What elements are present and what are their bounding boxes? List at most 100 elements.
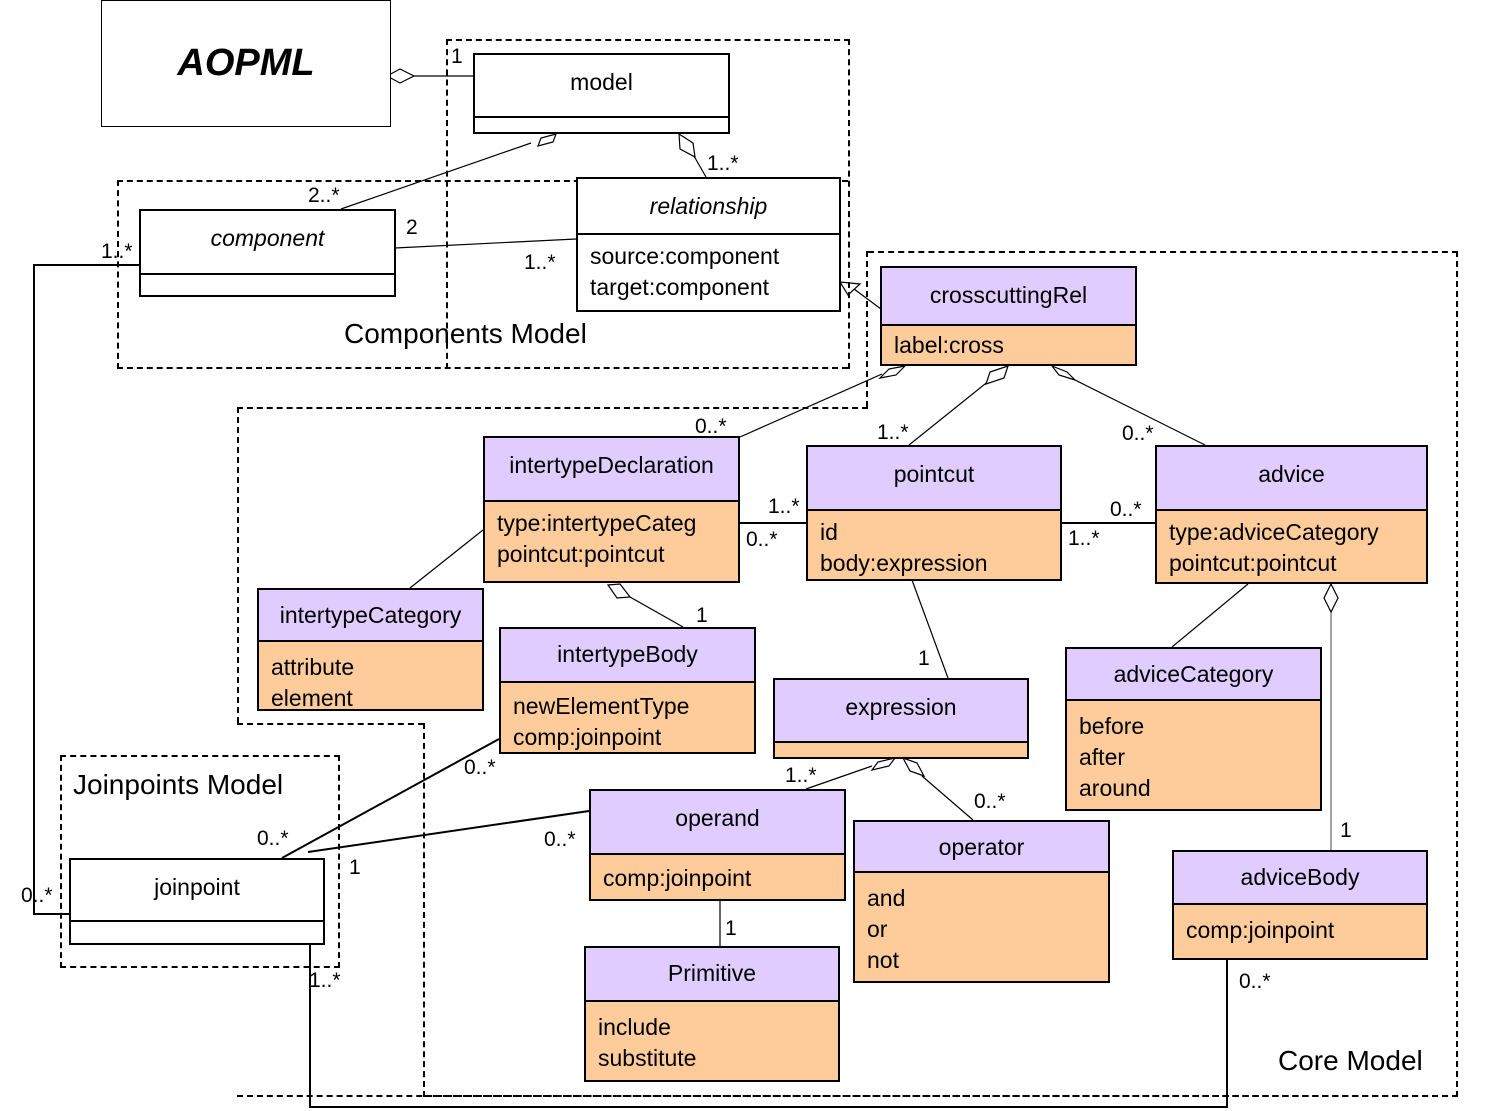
core-model-frame-bottom [423,1095,1458,1097]
class-adviceCategory[interactable]: adviceCategory before after around [1065,647,1322,811]
class-name: advice [1157,447,1426,511]
attr: comp:joinpoint [603,865,752,891]
mult-label: 0..* [1122,422,1154,445]
diamond-expr-operand [870,757,897,771]
class-operator[interactable]: operator and or not [853,820,1110,983]
attr: source:component [590,243,780,269]
class-pointcut[interactable]: pointcut id body:expression [806,445,1062,581]
attr: or [867,916,888,942]
class-attrs: newElementType comp:joinpoint [501,683,754,752]
core-model-frame-step [237,723,424,725]
model-frame [446,39,850,369]
class-name: crosscuttingRel [882,268,1135,326]
components-model-label: Components Model [344,318,587,349]
line-advice-category [1171,583,1249,648]
attr: substitute [598,1045,697,1071]
mult-label: 1 [1340,819,1352,842]
class-attrs: before after around [1067,701,1320,809]
core-model-frame-left [866,251,868,407]
class-primitive[interactable]: Primitive include substitute [584,946,840,1082]
diamond-itd-body [606,583,632,599]
class-attrs: type:adviceCategory pointcut:pointcut [1157,511,1426,582]
attr: and [867,885,906,911]
mult-label: 1..* [101,240,133,263]
attr: type:adviceCategory [1169,519,1379,545]
class-intertypeDeclaration[interactable]: intertypeDeclaration type:intertypeCateg… [483,436,740,583]
class-name: joinpoint [71,860,323,922]
diamond-cross-pointcut [985,365,1009,385]
attr: pointcut:pointcut [497,541,665,567]
class-operand[interactable]: operand comp:joinpoint [589,789,846,901]
class-crosscuttingRel[interactable]: crosscuttingRel label:cross [880,266,1137,366]
class-attrs: source:component target:component [578,235,839,303]
attr: element [271,685,353,709]
class-name: Primitive [586,948,838,1002]
line-model-component [340,142,532,210]
joinpoints-model-label: Joinpoints Model [73,769,284,800]
mult-label: 1 [451,45,463,68]
class-name: operand [591,791,844,855]
class-attrs: comp:joinpoint [591,855,844,899]
mult-label: 0..* [1110,498,1142,521]
diamond-cross-itd [878,365,907,379]
core-model-frame-top [868,251,1458,253]
class-attrs: comp:joinpoint [1174,905,1426,958]
mult-label: 1 [349,856,361,879]
diamond-expr-operator [901,756,926,778]
line-expression-operator [921,775,974,821]
diagram-title: AOPML [177,42,315,84]
class-adviceBody[interactable]: adviceBody comp:joinpoint [1172,850,1428,960]
attr: after [1079,744,1126,770]
attr: comp:joinpoint [1186,917,1335,943]
line-advicebody-joinpoint [309,944,1228,1108]
diamond-model-relationship [678,132,696,159]
line-body-joinpoint [281,738,500,859]
class-name: operator [855,822,1108,873]
line-joinpoint-operand [307,810,590,853]
attr: label:cross [894,332,1004,358]
line-itd-category [409,529,484,589]
mult-label: 1 [725,917,737,940]
mult-label: 2 [406,216,418,239]
attr: pointcut:pointcut [1169,550,1337,576]
attr: before [1079,713,1145,739]
mult-label: 0..* [974,790,1006,813]
attr: id [820,519,838,545]
class-intertypeBody[interactable]: intertypeBody newElementType comp:joinpo… [499,627,756,754]
class-name: pointcut [808,447,1060,511]
attr: include [598,1014,671,1040]
core-model-label: Core Model [1278,1045,1423,1076]
class-name: expression [775,680,1027,743]
joinpoints-model-frame [60,755,340,968]
class-advice[interactable]: advice type:adviceCategory pointcut:poin… [1155,445,1428,584]
mult-label: 1..* [877,421,909,444]
class-model[interactable]: model [473,53,730,134]
class-attrs: id body:expression [808,511,1060,579]
line-component-joinpoint [33,264,139,915]
class-expression[interactable]: expression [773,678,1029,759]
attr: around [1079,775,1151,801]
class-component[interactable]: component [139,209,396,297]
class-relationship[interactable]: relationship source:component target:com… [576,177,841,312]
mult-label: 1..* [524,251,556,274]
class-name: component [141,211,394,275]
mult-label: 1 [696,604,708,627]
class-intertypeCategory[interactable]: intertypeCategory attribute element [257,588,484,711]
core-model-frame-inner-left [237,407,239,723]
line-model-relationship [693,155,707,178]
attr: type:intertypeCateg [497,510,697,536]
core-model-frame-inner-top [237,407,868,409]
class-joinpoint[interactable]: joinpoint [69,858,325,945]
attr: comp:joinpoint [513,724,662,750]
class-name: intertypeDeclaration [485,438,738,502]
mult-label: 1 [918,647,930,670]
mult-label: 2..* [308,184,340,207]
mult-label: 1..* [768,495,800,518]
core-model-frame-lower-left [423,723,425,1097]
diamond-model-component [537,133,557,147]
class-attrs: include substitute [586,1002,838,1080]
attr: target:component [590,274,770,300]
mult-label: 0..* [257,827,289,850]
class-attrs: type:intertypeCateg pointcut:pointcut [485,502,738,581]
